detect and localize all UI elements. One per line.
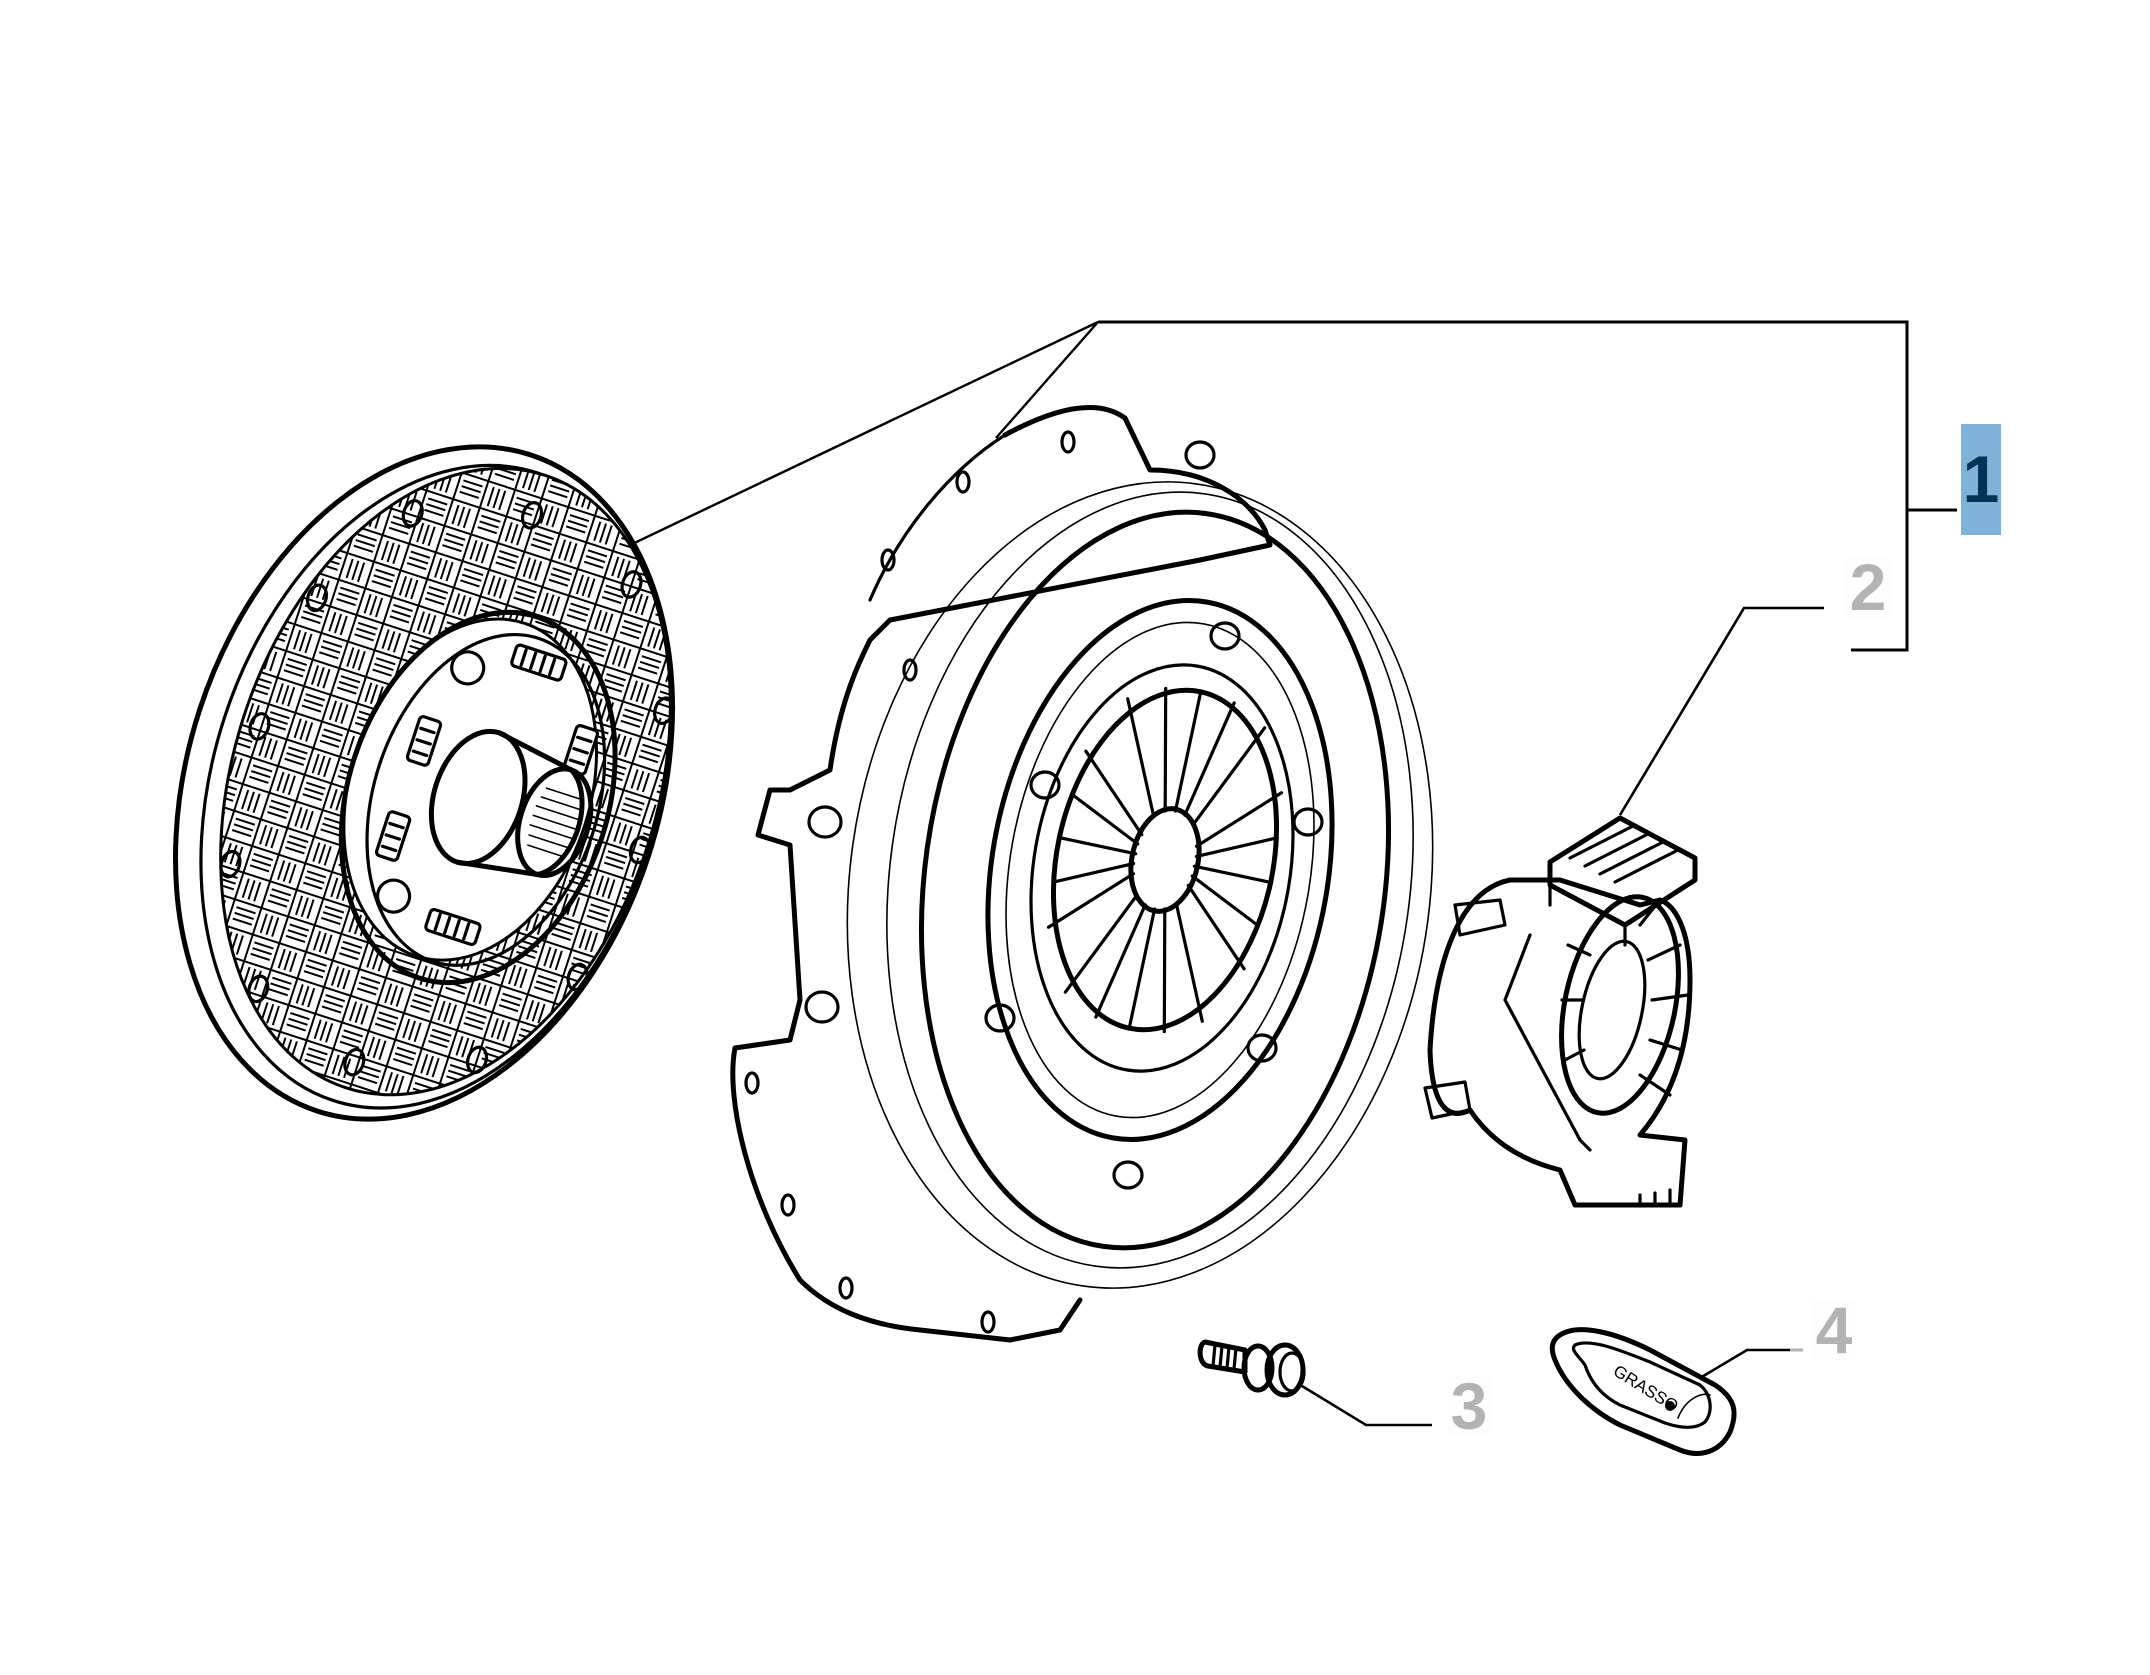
diaphragm-spring	[1046, 686, 1284, 1034]
cover-rivets	[804, 440, 1324, 1190]
callout-1-clutch-kit[interactable]: 1	[1961, 424, 2001, 535]
clutch-disc	[173, 444, 676, 1122]
release-bearing	[1423, 815, 1698, 1208]
pressure-plate	[730, 405, 1434, 1343]
callout-2-release-bearing[interactable]: 2	[1846, 554, 1890, 620]
splined-hub	[428, 728, 594, 879]
bolt	[1197, 1339, 1306, 1398]
flange-holes	[744, 430, 1076, 1334]
damper-springs	[374, 643, 600, 947]
callout-4-grease[interactable]: 4	[1811, 1297, 1857, 1363]
grease-sachet: GRASSO	[1549, 1327, 1737, 1456]
disc-rivets	[219, 499, 676, 1077]
callout-3-bolt[interactable]: 3	[1448, 1373, 1490, 1439]
callout-leaders	[606, 320, 1957, 1427]
